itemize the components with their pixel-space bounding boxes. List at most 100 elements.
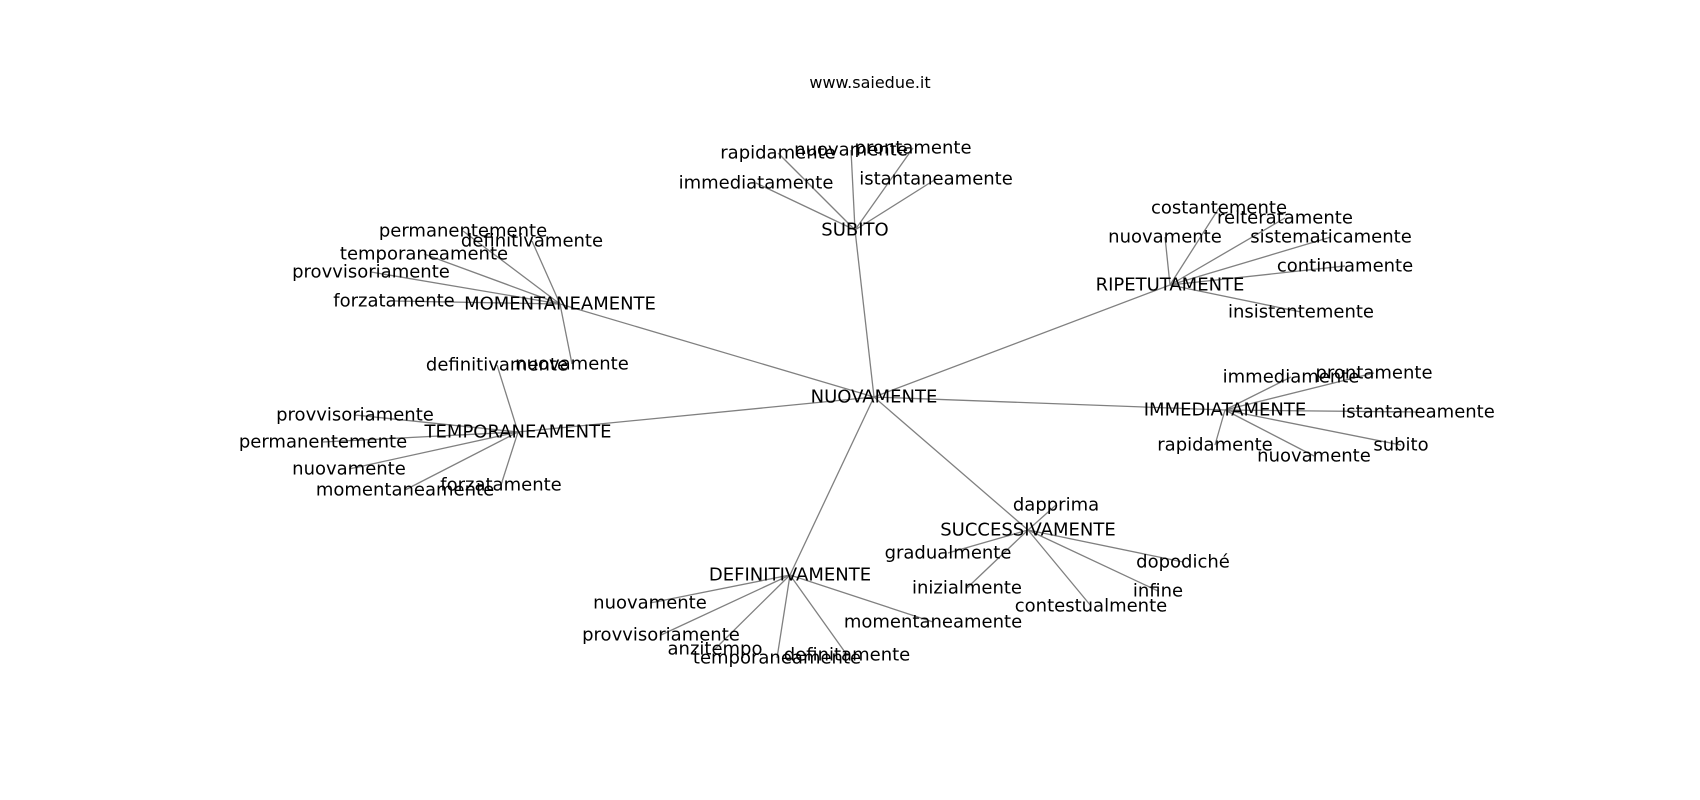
edge-subito-rapidamente <box>777 152 856 231</box>
node-leaf-momentaneamente-temporaneamente: temporaneamente <box>340 244 508 265</box>
graph-labels: www.saiedue.it NUOVAMENTE SUBITO rapidamen… <box>239 73 1495 669</box>
node-leaf-momentaneamente-nuovamente: nuovamente <box>515 354 629 375</box>
edge-momentaneamente-temporaneamente <box>423 253 561 305</box>
edge-temporaneamente-permanentemente <box>322 431 519 443</box>
node-leaf-successivamente-dapprima: dapprima <box>1013 495 1099 516</box>
node-leaf-temporaneamente-forzatamente: forzatamente <box>440 475 561 496</box>
node-leaf-ripetutamente-nuovamente: nuovamente <box>1108 227 1222 248</box>
edge-subito-istantaneamente <box>854 178 937 231</box>
node-leaf-subito-istantaneamente: istantaneamente <box>859 169 1013 190</box>
edge-definitivamente-anzitempo <box>714 574 791 650</box>
node-leaf-ripetutamente-insistentemente: insistentemente <box>1228 302 1374 323</box>
node-leaf-definitivamente-nuovamente: nuovamente <box>593 593 707 614</box>
edge-root-definitivamente <box>789 396 875 576</box>
edge-temporaneamente-nuovamente <box>348 431 519 470</box>
edge-successivamente-dapprima <box>1027 504 1057 531</box>
edge-immediatamente-istantaneamente <box>1224 409 1419 413</box>
node-leaf-momentaneamente-forzatamente: forzatamente <box>333 291 454 312</box>
edge-momentaneamente-definitivamente <box>531 240 561 305</box>
node-leaf-temporaneamente-definitivamente: definitivamente <box>426 355 568 376</box>
node-leaf-definitivamente-definitamente: definitamente <box>784 645 910 666</box>
node-hub-momentaneamente: MOMENTANEAMENTE <box>464 294 656 315</box>
node-hub-temporaneamente: TEMPORANEAMENTE <box>424 422 612 443</box>
edge-momentaneamente-nuovamente <box>559 303 573 365</box>
node-leaf-subito-prontamente: prontamente <box>854 138 971 159</box>
edge-successivamente-gradualmente <box>947 529 1029 554</box>
edge-temporaneamente-definitivamente <box>496 364 519 433</box>
node-leaf-subito-nuovamente: nuovamente <box>794 140 908 161</box>
edge-ripetutamente-insistentemente <box>1169 284 1302 313</box>
edge-successivamente-inizialmente <box>966 529 1029 589</box>
edge-subito-immediatamente <box>755 182 856 231</box>
edge-root-successivamente <box>873 396 1029 531</box>
node-leaf-definitivamente-anzitempo: anzitempo <box>668 639 763 660</box>
node-leaf-temporaneamente-nuovamente: nuovamente <box>292 459 406 480</box>
node-leaf-subito-immediatamente: immediatamente <box>679 173 834 194</box>
node-hub-definitivamente: DEFINITIVAMENTE <box>709 565 871 586</box>
edge-root-ripetutamente <box>873 284 1171 398</box>
edge-successivamente-infine <box>1027 529 1159 592</box>
node-leaf-momentaneamente-definitivamente: definitivamente <box>461 231 603 252</box>
edge-immediatamente-prontamente <box>1224 372 1375 411</box>
node-leaf-temporaneamente-momentaneamente: momentaneamente <box>316 480 494 501</box>
node-hub-ripetutamente: RIPETUTAMENTE <box>1096 275 1245 296</box>
edge-root-immediatamente <box>873 396 1226 411</box>
node-hub-successivamente: SUCCESSIVAMENTE <box>940 520 1115 541</box>
edge-successivamente-dopodiche <box>1027 529 1184 563</box>
edge-immediatamente-immediamente <box>1224 376 1292 411</box>
edge-temporaneamente-momentaneamente <box>404 431 519 491</box>
site-label: www.saiedue.it <box>809 73 930 92</box>
edge-root-temporaneamente <box>517 396 875 433</box>
node-hub-subito: SUBITO <box>821 220 888 241</box>
edge-ripetutamente-continuamente <box>1169 265 1346 286</box>
node-leaf-ripetutamente-continuamente: continuamente <box>1277 256 1413 277</box>
edge-momentaneamente-provvisoriamente <box>370 271 561 305</box>
node-leaf-definitivamente-provvisoriamente: provvisoriamente <box>582 625 740 646</box>
node-leaf-successivamente-contestualmente: contestualmente <box>1015 596 1167 617</box>
edge-successivamente-contestualmente <box>1027 529 1092 607</box>
node-leaf-immediatamente-rapidamente: rapidamente <box>1157 435 1272 456</box>
edge-definitivamente-momentaneamente <box>789 574 934 623</box>
edge-momentaneamente-permanentemente <box>462 230 561 305</box>
edge-definitivamente-definitamente <box>789 574 848 656</box>
edge-root-subito <box>854 229 875 398</box>
node-hub-immediatamente: IMMEDIATAMENTE <box>1144 400 1306 421</box>
node-leaf-definitivamente-momentaneamente: momentaneamente <box>844 612 1022 633</box>
node-leaf-temporaneamente-provvisoriamente: provvisoriamente <box>276 405 434 426</box>
node-leaf-temporaneamente-permanentemente: permanentemente <box>239 432 407 453</box>
node-leaf-ripetutamente-costantemente: costantemente <box>1151 198 1287 219</box>
edge-subito-prontamente <box>854 147 914 231</box>
edge-ripetutamente-sistematicamente <box>1169 236 1332 286</box>
edge-definitivamente-temporaneamente <box>776 574 791 659</box>
edge-immediatamente-subito <box>1224 409 1402 446</box>
node-leaf-successivamente-dopodiche: dopodiché <box>1136 552 1230 573</box>
edge-root-momentaneamente <box>559 303 875 398</box>
node-leaf-successivamente-infine: infine <box>1133 581 1183 602</box>
node-leaf-immediatamente-subito: subito <box>1373 435 1428 456</box>
edge-ripetutamente-costantemente <box>1169 207 1220 286</box>
graph-edges <box>322 147 1419 659</box>
node-leaf-momentaneamente-provvisoriamente: provvisoriamente <box>292 262 450 283</box>
edge-definitivamente-nuovamente <box>649 574 791 604</box>
node-leaf-immediatamente-istantaneamente: istantaneamente <box>1341 402 1495 423</box>
edge-temporaneamente-forzatamente <box>500 431 519 486</box>
node-leaf-immediatamente-immediamente: immediamente <box>1223 367 1360 388</box>
node-leaf-immediatamente-nuovamente: nuovamente <box>1257 446 1371 467</box>
node-leaf-ripetutamente-sistematicamente: sistematicamente <box>1250 227 1412 248</box>
edge-temporaneamente-provvisoriamente <box>354 414 519 433</box>
node-leaf-successivamente-inizialmente: inizialmente <box>912 578 1022 599</box>
node-leaf-ripetutamente-reiteratamente: reiteratamente <box>1217 208 1353 229</box>
edge-definitivamente-provvisoriamente <box>660 574 791 636</box>
node-leaf-subito-rapidamente: rapidamente <box>720 143 835 164</box>
edge-ripetutamente-reiteratamente <box>1169 217 1286 286</box>
edge-momentaneamente-forzatamente <box>393 300 561 305</box>
edge-immediatamente-rapidamente <box>1214 409 1226 446</box>
node-leaf-momentaneamente-permanentemente: permanentemente <box>379 221 547 242</box>
edge-subito-nuovamente <box>850 149 856 231</box>
node-root-nuovamente: NUOVAMENTE <box>811 387 938 408</box>
node-leaf-definitivamente-temporaneamente: temporaneamente <box>693 648 861 669</box>
node-leaf-immediatamente-prontamente: prontamente <box>1315 363 1432 384</box>
node-leaf-successivamente-gradualmente: gradualmente <box>885 543 1012 564</box>
edge-immediatamente-nuovamente <box>1224 409 1315 457</box>
edge-ripetutamente-nuovamente <box>1164 236 1171 286</box>
